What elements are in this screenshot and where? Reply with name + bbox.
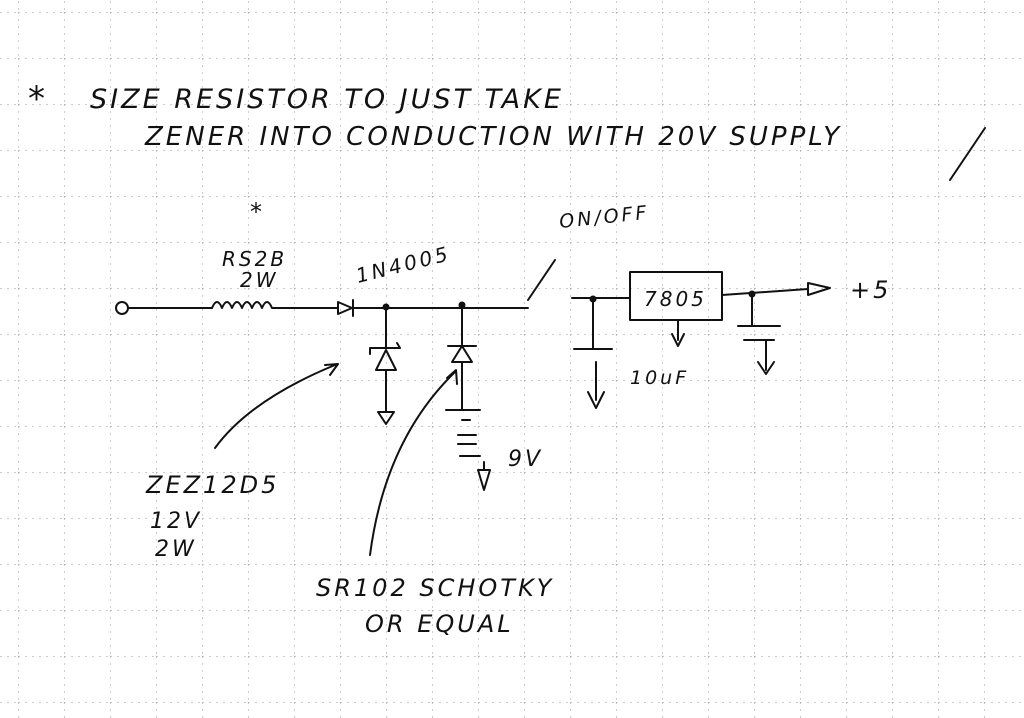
series-diode-symbol — [337, 299, 529, 317]
regulator-ground — [671, 319, 685, 347]
junction-dot — [458, 301, 466, 309]
junction-dot — [748, 290, 756, 298]
zener-leader-arrow — [214, 363, 339, 449]
junction-dot — [589, 295, 597, 303]
resistor-power: 2W — [240, 268, 279, 292]
output-wire-arrow — [721, 282, 831, 296]
resistor-symbol — [211, 301, 339, 309]
note-slash — [949, 127, 986, 181]
on-off-switch[interactable] — [527, 259, 556, 301]
schottky-and-battery-symbol — [445, 307, 491, 491]
capacitor-value: 10uF — [630, 367, 689, 389]
battery-voltage: 9V — [508, 447, 543, 472]
zener-voltage: 12V — [150, 509, 202, 534]
regulator-part: 7805 — [644, 287, 707, 311]
zener-part: ZEZ12D5 — [145, 471, 279, 499]
schottky-alt: OR EQUAL — [365, 610, 514, 638]
zener-diode-symbol — [369, 307, 401, 425]
output-label: +5 — [850, 276, 891, 304]
zener-power: 2W — [155, 537, 197, 562]
output-capacitor-symbol — [737, 295, 781, 375]
schottky-part: SR102 SCHOTKY — [316, 574, 554, 602]
note-line-1: SIZE RESISTOR TO JUST TAKE — [90, 84, 564, 115]
input-capacitor-symbol — [571, 297, 631, 409]
note-star: * — [28, 79, 48, 119]
note-line-2: ZENER INTO CONDUCTION WITH 20V SUPPLY — [144, 122, 842, 152]
resistor-star: * — [250, 198, 265, 226]
resistor-part: RS2B — [222, 247, 287, 271]
schottky-leader-arrow — [369, 369, 458, 556]
